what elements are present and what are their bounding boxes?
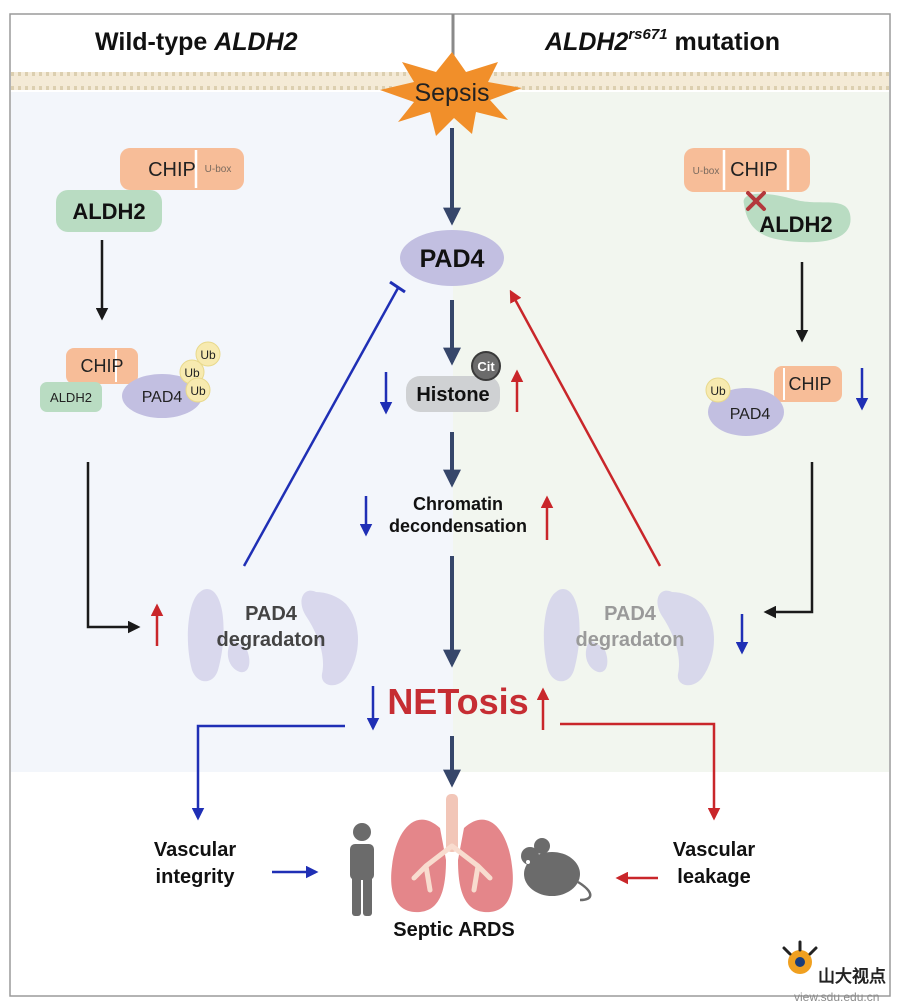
left-ub3: Ub bbox=[190, 384, 206, 398]
mouse-icon bbox=[521, 838, 592, 902]
right-complex-chip-label: CHIP bbox=[788, 374, 831, 394]
left-ub1: Ub bbox=[200, 348, 216, 362]
watermark-url: view.sdu.edu.cn bbox=[794, 990, 879, 1004]
left-aldh2-label: ALDH2 bbox=[72, 199, 145, 224]
right-outcome-arrow bbox=[560, 722, 721, 821]
inhibition-line bbox=[242, 280, 406, 567]
right-panel-bg bbox=[453, 92, 889, 772]
pad4-center: PAD4 bbox=[400, 230, 504, 286]
pad4-center-label: PAD4 bbox=[420, 245, 485, 273]
histone-label: Histone bbox=[416, 384, 489, 406]
vascular-integrity-2: integrity bbox=[156, 866, 236, 888]
right-degradation-label-1: PAD4 bbox=[604, 603, 657, 625]
cit-label: Cit bbox=[477, 359, 495, 374]
lungs-icon bbox=[391, 794, 513, 913]
left-proteasome bbox=[187, 589, 358, 686]
right-ub: Ub bbox=[710, 384, 726, 398]
right-proteasome bbox=[543, 589, 714, 686]
left-ub-complex: CHIP ALDH2 PAD4 Ub Ub Ub bbox=[40, 341, 221, 418]
title-wildtype: Wild-type ALDH2 bbox=[95, 28, 298, 56]
left-degradation-label-2: degradaton bbox=[217, 629, 326, 651]
right-complex-pad4-label: PAD4 bbox=[730, 406, 771, 423]
netosis-label: NETosis bbox=[387, 681, 528, 722]
vascular-leakage-1: Vascular bbox=[673, 839, 756, 861]
blocked-x-icon bbox=[746, 191, 766, 211]
title-mutation: ALDH2rs671 mutation bbox=[544, 26, 780, 56]
left-complex-chip-label: CHIP bbox=[80, 356, 123, 376]
cit-marker bbox=[471, 351, 501, 381]
vascular-integrity-1: Vascular bbox=[154, 839, 237, 861]
left-chip-label: CHIP bbox=[148, 159, 196, 181]
left-degradation-label-1: PAD4 bbox=[245, 603, 298, 625]
histone: Histone Cit bbox=[406, 351, 501, 412]
chromatin-label-2: decondensation bbox=[389, 516, 527, 536]
right-aldh2-label: ALDH2 bbox=[759, 212, 832, 237]
vascular-leakage-2: leakage bbox=[677, 866, 750, 888]
septic-ards-label: Septic ARDS bbox=[393, 919, 515, 941]
left-ubox-label: U-box bbox=[205, 164, 232, 175]
left-complex-pad4-label: PAD4 bbox=[142, 389, 183, 406]
right-degradation-label-2: degradaton bbox=[576, 629, 685, 651]
right-ubox-label: U-box bbox=[693, 166, 720, 177]
right-arrow-2 bbox=[763, 462, 814, 619]
right-chip-aldh2: CHIP U-box ALDH2 bbox=[684, 148, 851, 243]
watermark-logo: 山大视点 view.sdu.edu.cn bbox=[782, 940, 886, 1004]
chromatin-label-1: Chromatin bbox=[413, 494, 503, 514]
left-arrow-2 bbox=[86, 462, 141, 634]
right-chip-label: CHIP bbox=[730, 159, 778, 181]
left-complex-aldh2-label: ALDH2 bbox=[50, 390, 92, 405]
sepsis-label: Sepsis bbox=[414, 79, 489, 107]
watermark-brand: 山大视点 bbox=[818, 966, 886, 986]
human-icon bbox=[350, 823, 374, 916]
left-chip-aldh2: CHIP U-box ALDH2 bbox=[56, 148, 244, 232]
left-ub2: Ub bbox=[184, 366, 200, 380]
sepsis-burst: Sepsis bbox=[380, 52, 522, 136]
activation-line bbox=[509, 289, 662, 567]
left-outcome-arrow bbox=[191, 724, 345, 821]
right-ub-complex: CHIP PAD4 Ub bbox=[705, 366, 842, 436]
